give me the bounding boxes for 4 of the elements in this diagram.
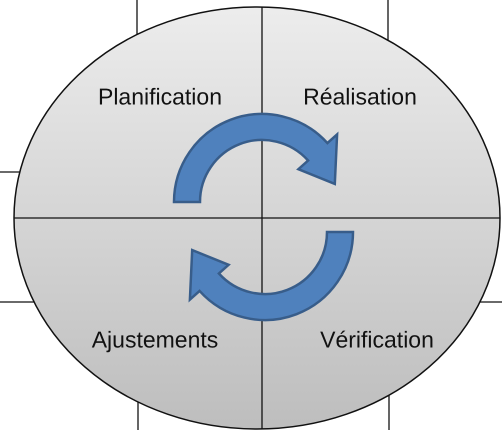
quadrant-label: Vérification (320, 327, 434, 353)
quadrant-label: Ajustements (92, 327, 218, 353)
quadrant-label: Réalisation (303, 84, 417, 110)
quadrant-label: Planification (98, 84, 222, 110)
